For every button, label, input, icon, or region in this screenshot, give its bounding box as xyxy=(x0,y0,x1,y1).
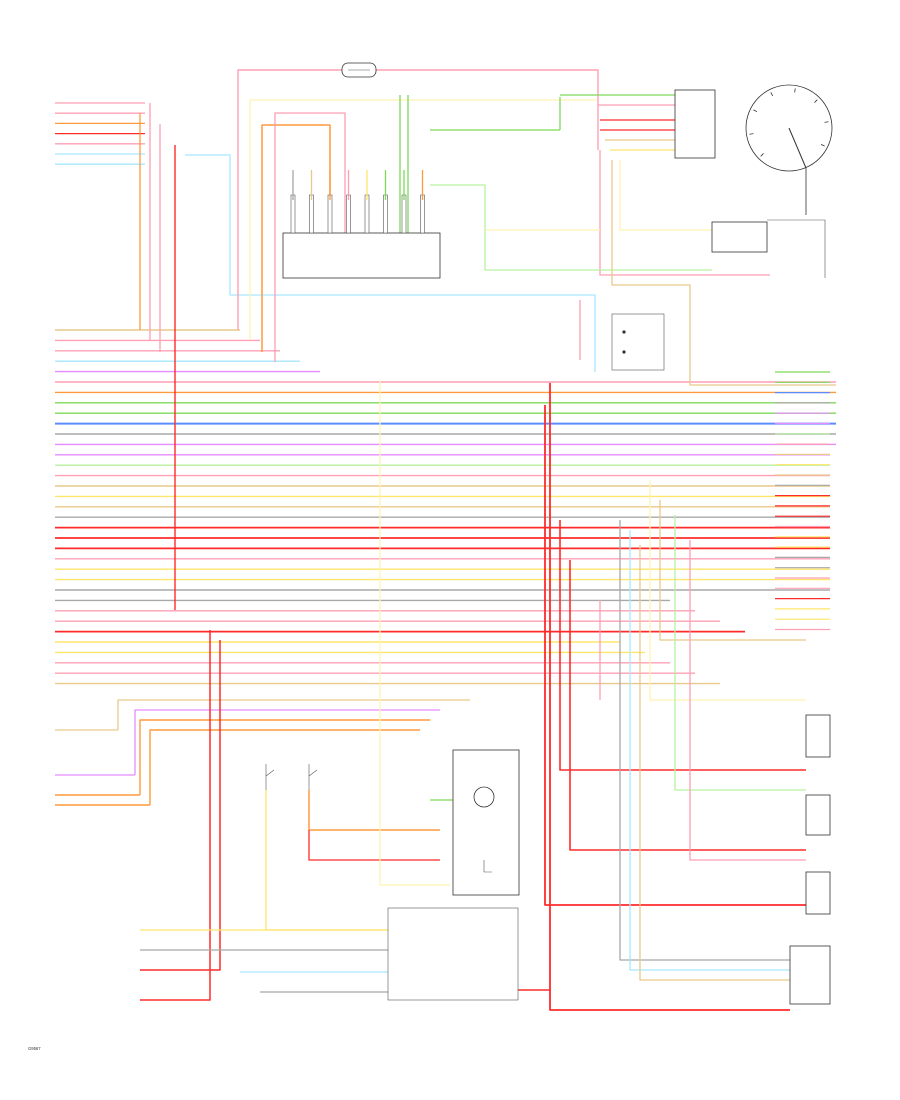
fuse-feed-left xyxy=(237,69,342,330)
fuse-symbol xyxy=(341,62,377,78)
gray-riser xyxy=(619,520,790,961)
drop-lightblue xyxy=(185,154,596,372)
switch-symbol xyxy=(611,313,665,371)
ly-riser xyxy=(649,480,806,701)
right-tan-drop xyxy=(611,160,836,386)
right-pink-drop xyxy=(599,150,770,276)
top-wire-ly xyxy=(249,99,596,340)
gauge-tick xyxy=(820,143,825,147)
gauge-icon xyxy=(745,84,833,172)
gauge-tick xyxy=(753,109,758,113)
top-wire-pink xyxy=(274,112,346,362)
plug-pin xyxy=(383,170,388,234)
bottom-ly xyxy=(379,380,450,886)
plug-pin xyxy=(401,170,407,234)
gauge-tick xyxy=(749,133,754,135)
ignition-switch-connector xyxy=(674,89,716,159)
relay-switch-1 xyxy=(265,764,275,790)
sensor-box-1 xyxy=(805,714,831,758)
relay-feed xyxy=(619,160,712,231)
sensor-box-2 xyxy=(805,794,831,836)
tan-riser-2 xyxy=(659,500,806,641)
tan-riser xyxy=(639,545,790,981)
lower-left-violet-up xyxy=(134,709,440,775)
plug-pin xyxy=(327,170,333,234)
wire-layer xyxy=(55,69,836,1011)
gauge-tick xyxy=(794,88,796,93)
gauge-tick xyxy=(814,99,818,103)
lower-left-orange-up xyxy=(139,719,430,795)
pink-riser-2 xyxy=(689,540,806,861)
data-link-module xyxy=(452,749,520,896)
sensor-box-3 xyxy=(805,871,831,915)
lightblue-riser xyxy=(629,530,790,971)
red-riser xyxy=(549,383,790,1011)
sensor-box-4 xyxy=(789,945,831,1005)
red-riser-3 xyxy=(559,520,806,771)
lower-left-orange-2-up xyxy=(149,729,420,805)
plug-pin xyxy=(309,170,314,234)
lg-riser xyxy=(674,515,806,791)
red-riser-4 xyxy=(569,560,806,851)
bottom-red xyxy=(140,630,211,1001)
relay-green xyxy=(430,184,712,271)
gauge-tick xyxy=(824,121,829,123)
bottom-red-2 xyxy=(140,640,221,971)
gauge-tick xyxy=(770,92,774,97)
connector-block xyxy=(282,170,441,279)
plug-pin xyxy=(364,170,370,234)
lower-left-tan-up xyxy=(117,699,470,730)
bottom-red-3 xyxy=(308,830,440,861)
relay-switch-2 xyxy=(308,764,318,790)
bottom-orange xyxy=(308,790,440,831)
plug-pin xyxy=(346,170,351,234)
plug-pin xyxy=(290,170,296,234)
footer-code: G9567 xyxy=(28,1046,41,1051)
red-riser-2 xyxy=(544,405,806,906)
bottom-connector xyxy=(387,907,519,1001)
gauge-tick xyxy=(760,153,764,157)
relay-box xyxy=(711,219,826,278)
fuse-feed-right xyxy=(376,69,599,150)
plug-pin xyxy=(420,170,425,234)
